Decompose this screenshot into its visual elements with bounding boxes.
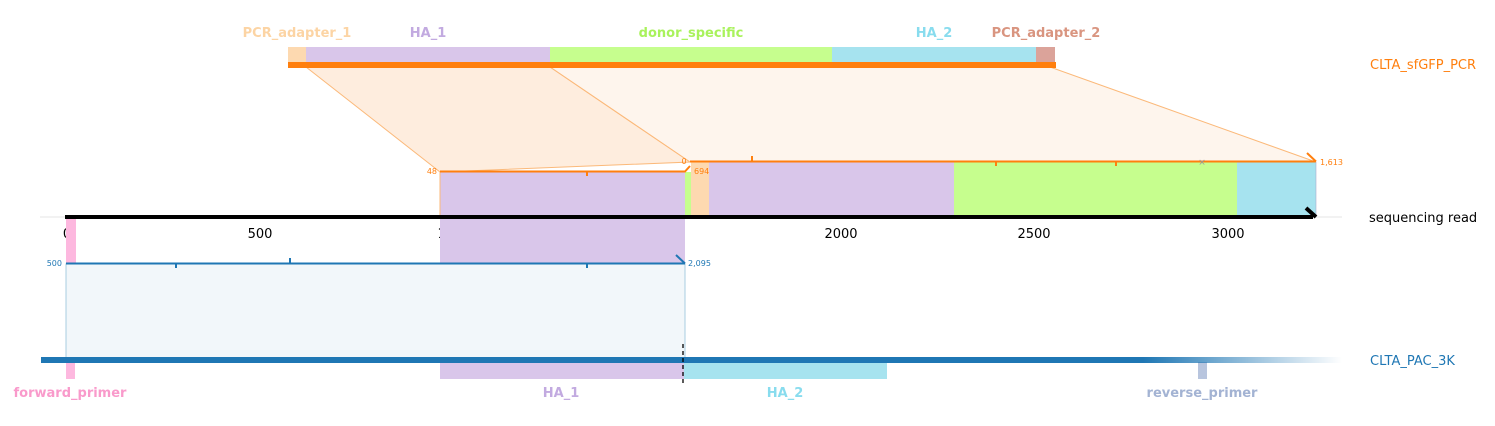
read-pcr-adapter-block	[691, 162, 709, 217]
clta-pac-3k-bar	[41, 357, 1143, 363]
label-ha-2-top: HA_2	[916, 26, 953, 41]
read-ha-1-block-2	[709, 162, 954, 217]
alignment-bottom-arrowhead	[675, 254, 686, 265]
clta-sfgfp-pcr-bar	[288, 62, 1056, 68]
track-name-clta-sfgfp-pcr: CLTA_sfGFP_PCR	[1370, 58, 1476, 73]
label-ha-1-top: HA_1	[410, 26, 447, 41]
label-pcr-adapter-1: PCR_adapter_1	[243, 26, 352, 41]
ha-1-bottom-segment	[440, 362, 684, 379]
read-ha-1-block	[440, 172, 685, 217]
reverse-primer-segment	[1198, 362, 1207, 379]
bottom-mapping	[65, 263, 686, 361]
donor-specific-segment	[550, 47, 832, 64]
label-reverse-primer: reverse_primer	[1147, 386, 1259, 401]
ha-1-top-segment	[306, 47, 550, 64]
alignment-start-0: 0	[681, 157, 686, 166]
ha-2-top-segment	[832, 47, 1036, 64]
read-donor-specific-block	[954, 162, 1237, 217]
label-ha-2-bottom: HA_2	[767, 386, 804, 401]
label-pcr-adapter-2: PCR_adapter_2	[992, 26, 1101, 41]
tick-label: 500	[248, 227, 273, 242]
tick-label: 2500	[1017, 227, 1050, 242]
label-donor-specific: donor_specific	[639, 26, 744, 41]
alignment-end-694: 694	[694, 167, 709, 176]
forward-primer-segment	[66, 362, 75, 379]
read-forward-primer-block	[66, 219, 76, 263]
read-donor-sliver	[685, 172, 691, 217]
read-ha-1-lower-block	[440, 219, 685, 263]
label-forward-primer: forward_primer	[14, 386, 128, 401]
alignment-start-500: 500	[47, 259, 62, 268]
alignment-arrowhead	[1306, 152, 1317, 163]
ha-2-bottom-segment	[684, 362, 887, 379]
track-name-clta-pac-3k: CLTA_PAC_3K	[1370, 354, 1455, 369]
tick-label: 2000	[824, 227, 857, 242]
pcr-adapter-1-segment	[288, 47, 306, 64]
tick-label: 3000	[1211, 227, 1244, 242]
alignment-end-2095: 2,095	[688, 259, 711, 268]
track-name-sequencing-read: sequencing read	[1369, 211, 1477, 226]
alignment-start-48: 48	[427, 167, 437, 176]
clta-pac-3k-bar-fade	[1143, 357, 1342, 363]
read-arrowhead	[1304, 206, 1318, 219]
alignment-end-1613: 1,613	[1320, 158, 1343, 167]
mismatch-marker: ×	[1198, 158, 1206, 168]
alignment-top-left	[440, 165, 691, 173]
pcr-adapter-2-segment	[1036, 47, 1055, 64]
label-ha-1-bottom: HA_1	[543, 386, 580, 401]
read-ha-2-block	[1237, 162, 1316, 217]
